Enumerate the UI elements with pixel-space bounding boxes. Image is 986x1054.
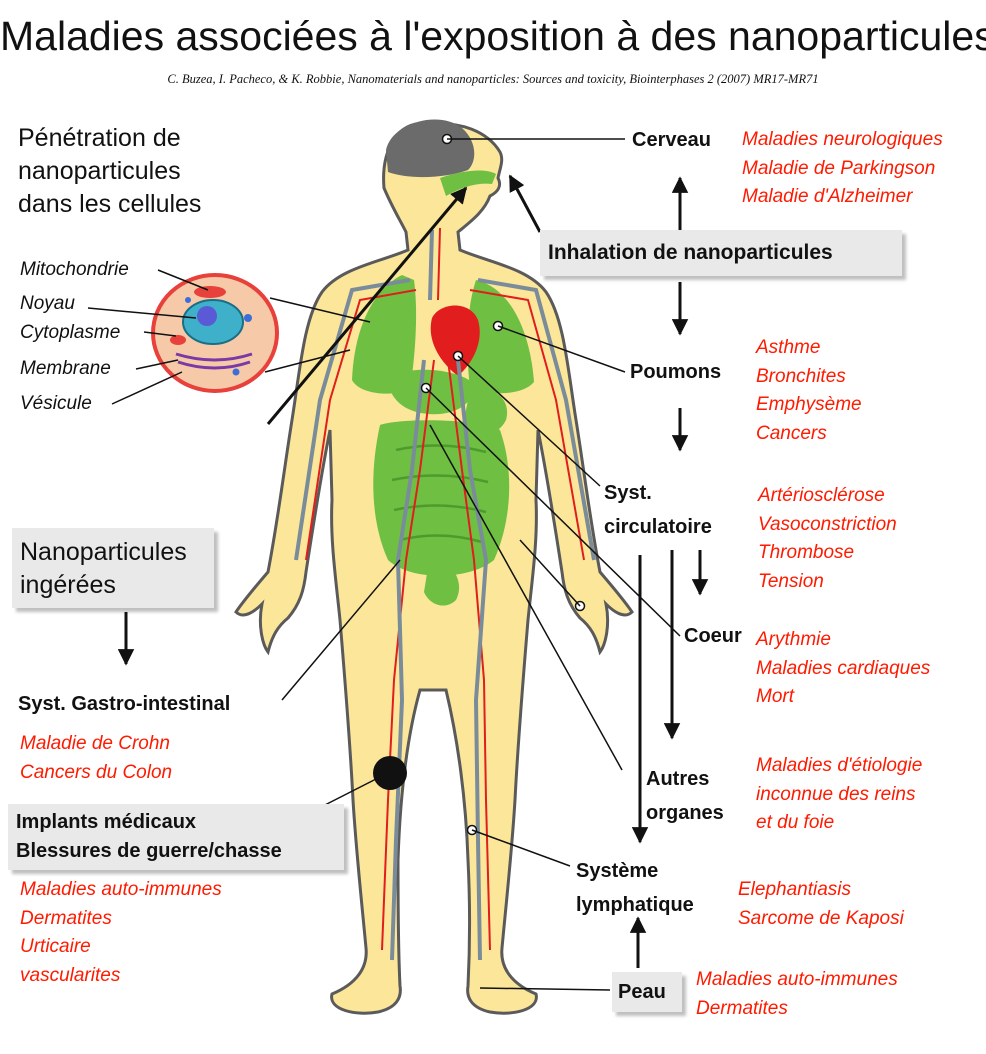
- veins: [294, 229, 596, 961]
- brain-shape: [386, 119, 475, 178]
- intestine-folds: [391, 444, 489, 544]
- organ-gastro: Syst. Gastro-intestinal: [18, 693, 231, 715]
- label-membrane: Membrane: [20, 358, 111, 379]
- ingestion-label: Nanoparticules ingérées: [20, 538, 187, 599]
- organ-cerveau: Cerveau: [632, 129, 711, 151]
- diseases-coeur: Arythmie Maladies cardiaques Mort: [756, 629, 931, 707]
- left-lung: [352, 275, 417, 394]
- cell-illustration: [151, 273, 279, 393]
- peau-box: [612, 972, 682, 1012]
- diseases-lymphatique: Elephantiasis Sarcome de Kaposi: [738, 879, 904, 929]
- diseases-poumons: Asthme Bronchites Emphysème Cancers: [756, 337, 862, 444]
- diseases-gastro: Maladie de Crohn Cancers du Colon: [20, 733, 173, 783]
- organ-lymphatique: Système lymphatique: [576, 860, 694, 916]
- citation: C. Buzea, I. Pacheco, & K. Robbie, Nanom…: [167, 72, 819, 86]
- diseases-cerveau: Maladies neurologiques Maladie de Parkin…: [742, 129, 943, 207]
- heart-shape: [430, 305, 480, 376]
- implant-marker: [373, 756, 407, 790]
- cell-penetration-heading: Pénétration de nanoparticules dans les c…: [18, 124, 202, 218]
- label-cytoplasme: Cytoplasme: [20, 322, 121, 343]
- organ-autres: Autres organes: [646, 768, 724, 824]
- ingestion-box: [12, 528, 214, 608]
- diseases-peau: Maladies auto-immunes Dermatites: [696, 969, 898, 1019]
- organ-poumons: Poumons: [630, 361, 722, 383]
- connector-lines: [87, 138, 681, 991]
- lower-intestine: [424, 555, 460, 606]
- diseases-circulatoire: Artériosclérose Vasoconstriction Thrombo…: [758, 485, 897, 592]
- diseases-autres: Maladies d'étiologie inconnue des reins …: [756, 755, 923, 833]
- label-mitochondrie: Mitochondrie: [20, 259, 129, 280]
- inhalation-label: Inhalation de nanoparticules: [548, 241, 833, 264]
- inhalation-box: [540, 230, 902, 276]
- diseases-implants: Maladies auto-immunes Dermatites Urticai…: [20, 879, 222, 986]
- label-vesicule: Vésicule: [20, 393, 92, 414]
- page-title: Maladies associées à l'exposition à des …: [0, 13, 986, 59]
- label-noyau: Noyau: [20, 293, 75, 314]
- implants-label: Implants médicaux Blessures de guerre/ch…: [16, 811, 282, 862]
- intestines: [373, 420, 510, 576]
- organ-peau: Peau: [618, 981, 666, 1003]
- right-lung: [467, 280, 534, 394]
- organ-circulatoire: Syst. circulatoire: [604, 482, 712, 538]
- implants-box: [8, 804, 344, 870]
- flow-arrows: [117, 174, 709, 968]
- organ-coeur: Coeur: [684, 625, 742, 647]
